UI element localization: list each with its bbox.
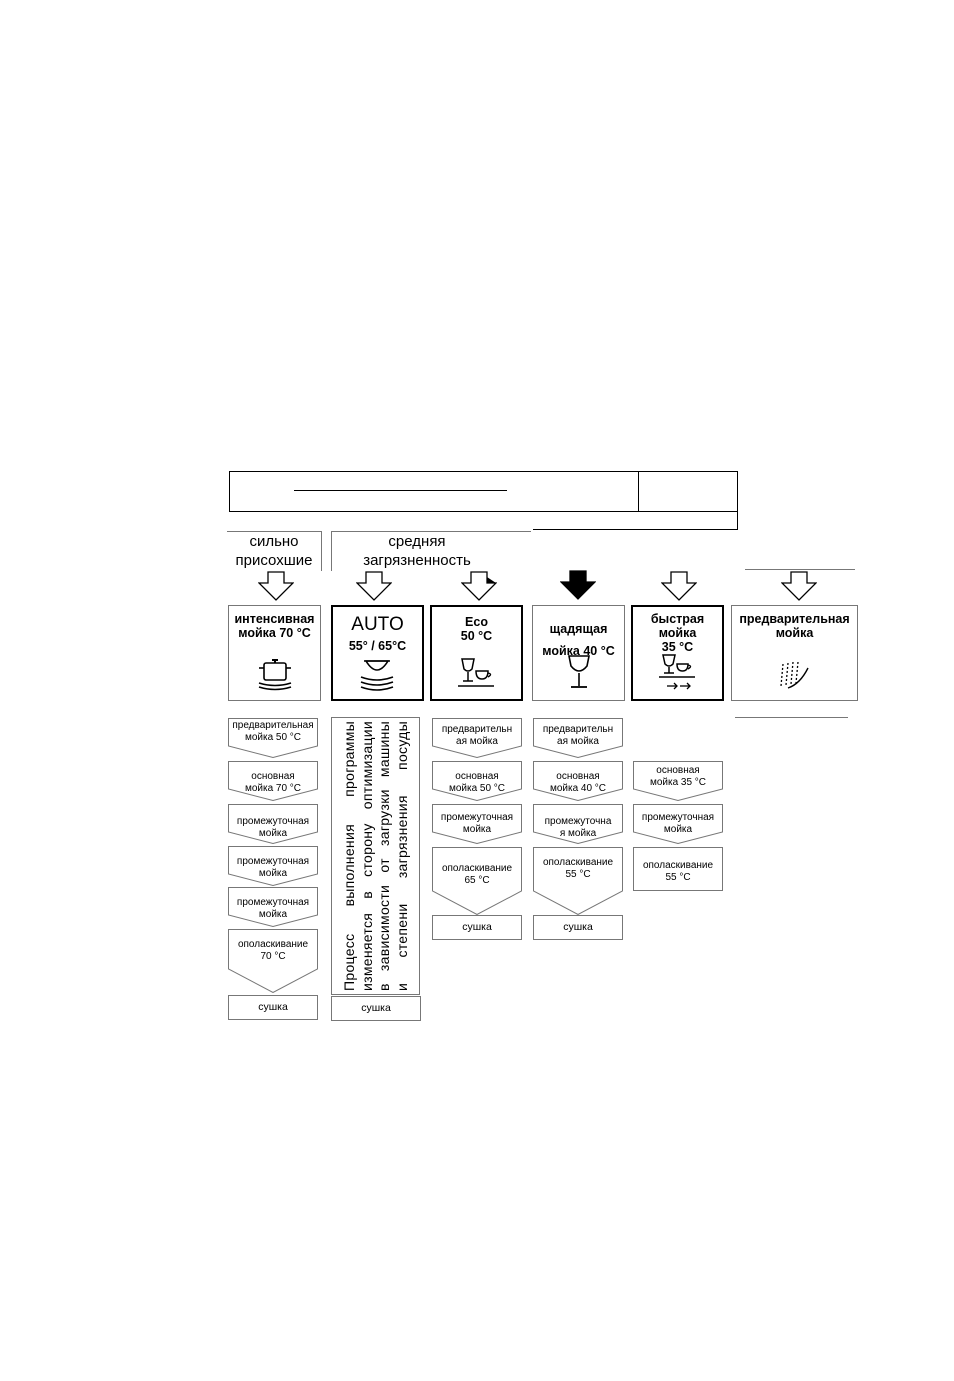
step-eco-4: ополаскивание 65 °C xyxy=(432,847,522,915)
soil-medium-box xyxy=(331,531,531,571)
step-eco-1: предварительн ая мойка xyxy=(432,718,522,758)
step-label: ополаскивание 55 °C xyxy=(542,857,614,880)
program-temperature: 55° / 65°C xyxy=(348,639,407,653)
step-shape xyxy=(432,718,522,758)
program-quick: быстрая мойка 35 °C xyxy=(631,605,724,701)
step-intensive-5: промежуточная мойка xyxy=(228,887,318,927)
spray-icon xyxy=(780,661,809,689)
step-shape xyxy=(533,847,623,915)
step-gentle-2: основная мойка 40 °C xyxy=(533,761,623,801)
header-lower-line xyxy=(533,529,738,530)
program-intensive: интенсивная мойка 70 °C xyxy=(228,605,321,701)
step-label: основная мойка 35 °C xyxy=(649,765,707,788)
header-right-edge xyxy=(737,512,738,530)
step-quick-1: основная мойка 35 °C xyxy=(633,761,723,801)
step-eco-drying: сушка xyxy=(432,915,522,940)
step-shape xyxy=(633,761,723,801)
step-label: основная мойка 70 °C xyxy=(244,771,302,794)
step-label: предварительная мойка 50 °C xyxy=(232,720,314,743)
step-intensive-3: промежуточная мойка xyxy=(228,804,318,844)
step-shape xyxy=(533,804,623,844)
step-shape xyxy=(633,804,723,844)
step-label: основная мойка 50 °C xyxy=(448,771,506,794)
wine-glass-icon xyxy=(568,655,590,688)
program-auto: AUTO 55° / 65°C xyxy=(331,605,424,701)
program-name: AUTO xyxy=(351,614,404,635)
pot-icon xyxy=(258,659,292,691)
step-intensive-drying: сушка xyxy=(228,995,318,1020)
arrow-down-icon xyxy=(661,571,697,601)
step-quick-2: промежуточная мойка xyxy=(633,804,723,844)
program-name: быстрая мойка 35 °C xyxy=(650,612,705,654)
step-label: основная мойка 40 °C xyxy=(549,771,607,794)
step-shape xyxy=(228,804,318,844)
step-quick-3: ополаскивание 55 °C xyxy=(633,847,723,891)
step-label: промежуточная мойка xyxy=(236,816,310,839)
auto-note-box: Процесс выполнения программы изменяется … xyxy=(331,717,420,995)
program-eco: Eco 50 °C xyxy=(430,605,523,701)
program-gentle: щадящая мойка 40 °C xyxy=(532,605,625,701)
step-shape xyxy=(228,718,318,758)
program-name: интенсивная мойка 70 °C xyxy=(234,612,315,640)
glass-cup-fast-icon xyxy=(659,654,695,690)
step-shape xyxy=(432,804,522,844)
soil-heavy-box xyxy=(227,531,322,571)
step-shape xyxy=(228,887,318,927)
step-intensive-1: предварительная мойка 50 °C xyxy=(228,718,318,758)
step-label: промежуточна я мойка xyxy=(544,816,612,839)
arrow-down-icon xyxy=(781,571,817,601)
step-label: промежуточная мойка xyxy=(641,812,715,835)
step-shape xyxy=(432,761,522,801)
auto-note-text: Процесс выполнения программы изменяется … xyxy=(340,721,410,991)
arrow-down-icon xyxy=(356,571,392,601)
soil-heavy-label: сильно присохшие xyxy=(228,532,320,570)
step-label: предварительн ая мойка xyxy=(441,724,513,747)
header-underline xyxy=(294,490,507,491)
glass-cup-icon xyxy=(458,658,494,687)
arrow-down-filled-icon xyxy=(560,570,596,600)
program-prewash: предварительная мойка xyxy=(731,605,858,701)
step-label: ополаскивание 65 °C xyxy=(441,863,513,886)
step-shape xyxy=(533,761,623,801)
step-gentle-3: промежуточна я мойка xyxy=(533,804,623,844)
step-intensive-4: промежуточная мойка xyxy=(228,846,318,886)
arrow-down-icon xyxy=(461,571,497,601)
step-label: промежуточная мойка xyxy=(236,897,310,920)
step-intensive-6: ополаскивание 70 °C xyxy=(228,929,318,993)
program-name: щадящая мойка 40 °C xyxy=(542,622,615,658)
step-shape xyxy=(432,847,522,915)
step-auto-drying: сушка xyxy=(331,996,421,1021)
step-eco-3: промежуточная мойка xyxy=(432,804,522,844)
program-name: Eco 50 °C xyxy=(460,615,493,643)
step-shape xyxy=(533,718,623,758)
step-label: ополаскивание 70 °C xyxy=(237,939,309,962)
step-shape xyxy=(228,929,318,993)
program-name: предварительная мойка xyxy=(739,612,850,640)
soil-medium-label: средняя загрязненность xyxy=(332,532,502,570)
prewash-top-line xyxy=(745,569,855,570)
step-gentle-1: предварительн ая мойка xyxy=(533,718,623,758)
step-label: промежуточная мойка xyxy=(440,812,514,835)
plates-icon xyxy=(360,660,394,691)
arrow-down-icon xyxy=(258,571,294,601)
step-label: ополаскивание 55 °C xyxy=(642,860,714,883)
step-label: предварительн ая мойка xyxy=(542,724,614,747)
step-shape xyxy=(228,846,318,886)
step-intensive-2: основная мойка 70 °C xyxy=(228,761,318,801)
step-shape xyxy=(228,761,318,801)
step-gentle-4: ополаскивание 55 °C xyxy=(533,847,623,915)
header-frame xyxy=(229,471,738,512)
step-gentle-drying: сушка xyxy=(533,915,623,940)
step-eco-2: основная мойка 50 °C xyxy=(432,761,522,801)
header-divider xyxy=(638,471,639,512)
prewash-bottom-line xyxy=(735,717,848,718)
step-label: промежуточная мойка xyxy=(236,856,310,879)
